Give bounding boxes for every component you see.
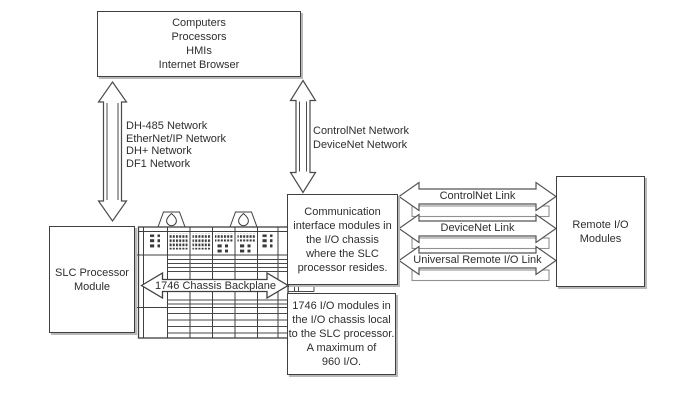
link-double-arrows xyxy=(397,181,558,276)
network-label: DeviceNet Network xyxy=(313,138,408,151)
box-text-line: interface modules in xyxy=(293,219,392,232)
mid-network-labels: ControlNet Network DeviceNet Network xyxy=(313,125,409,152)
controlnet-link-label: ControlNet Link xyxy=(439,190,516,202)
link-arrow-shadows xyxy=(411,205,550,282)
box-text-line: where the SLC xyxy=(306,247,379,260)
mounting-tab-icon xyxy=(157,211,186,228)
box-text-line: to the SLC processor. xyxy=(288,328,395,340)
network-label: ControlNet Network xyxy=(313,125,409,137)
network-label: DF1 Network xyxy=(126,157,191,170)
network-label: EtherNet/IP Network xyxy=(126,132,227,145)
module-led-dots xyxy=(148,233,273,253)
box-text-line: HMIs xyxy=(186,45,212,57)
mid-network-double-arrow-icon xyxy=(289,79,317,194)
box-text-line: 1746 I/O modules in xyxy=(292,300,391,312)
box-text-line: the I/O chassis xyxy=(306,233,379,246)
comm-interface-box: Communication interface modules in the I… xyxy=(287,194,398,285)
box-text-line: Communication xyxy=(304,205,381,218)
box-text-line: Computers xyxy=(172,17,226,29)
remote-io-modules-box: Remote I/O Modules xyxy=(556,176,645,287)
devicenet-link-label: DeviceNet Link xyxy=(440,222,515,234)
box-text-line: Module xyxy=(73,280,111,293)
box-text-line: the I/O chassis local xyxy=(292,314,391,326)
network-label: DH-485 Network xyxy=(126,120,208,132)
box-text-line: Remote I/O xyxy=(572,218,629,231)
backplane-double-arrow-icon xyxy=(140,271,290,300)
universal-remote-link-label: Universal Remote I/O Link xyxy=(413,254,542,266)
slc-processor-box: SLC Processor Module xyxy=(49,226,135,333)
box-text-line: Internet Browser xyxy=(158,59,240,71)
chassis-illustration xyxy=(135,211,315,339)
left-network-labels: DH-485 Network EtherNet/IP Network DH+ N… xyxy=(126,120,226,170)
network-label: DH+ Network xyxy=(126,145,192,157)
box-text-line: A maximum of xyxy=(306,342,377,354)
backplane-label: 1746 Chassis Backplane xyxy=(154,280,277,292)
box-text-line: Modules xyxy=(579,232,622,245)
io-modules-box: 1746 I/O modules in the I/O chassis loca… xyxy=(287,293,396,375)
left-network-double-arrow-icon xyxy=(97,80,128,223)
computers-box: Computers Processors HMIs Internet Brows… xyxy=(97,11,301,77)
box-text-line: processor resides. xyxy=(297,261,388,274)
mounting-tab-icon xyxy=(229,211,258,228)
box-text-line: SLC Processor xyxy=(55,266,129,279)
box-text-line: 960 I/O. xyxy=(321,356,362,368)
box-text-line: Processors xyxy=(171,31,227,43)
